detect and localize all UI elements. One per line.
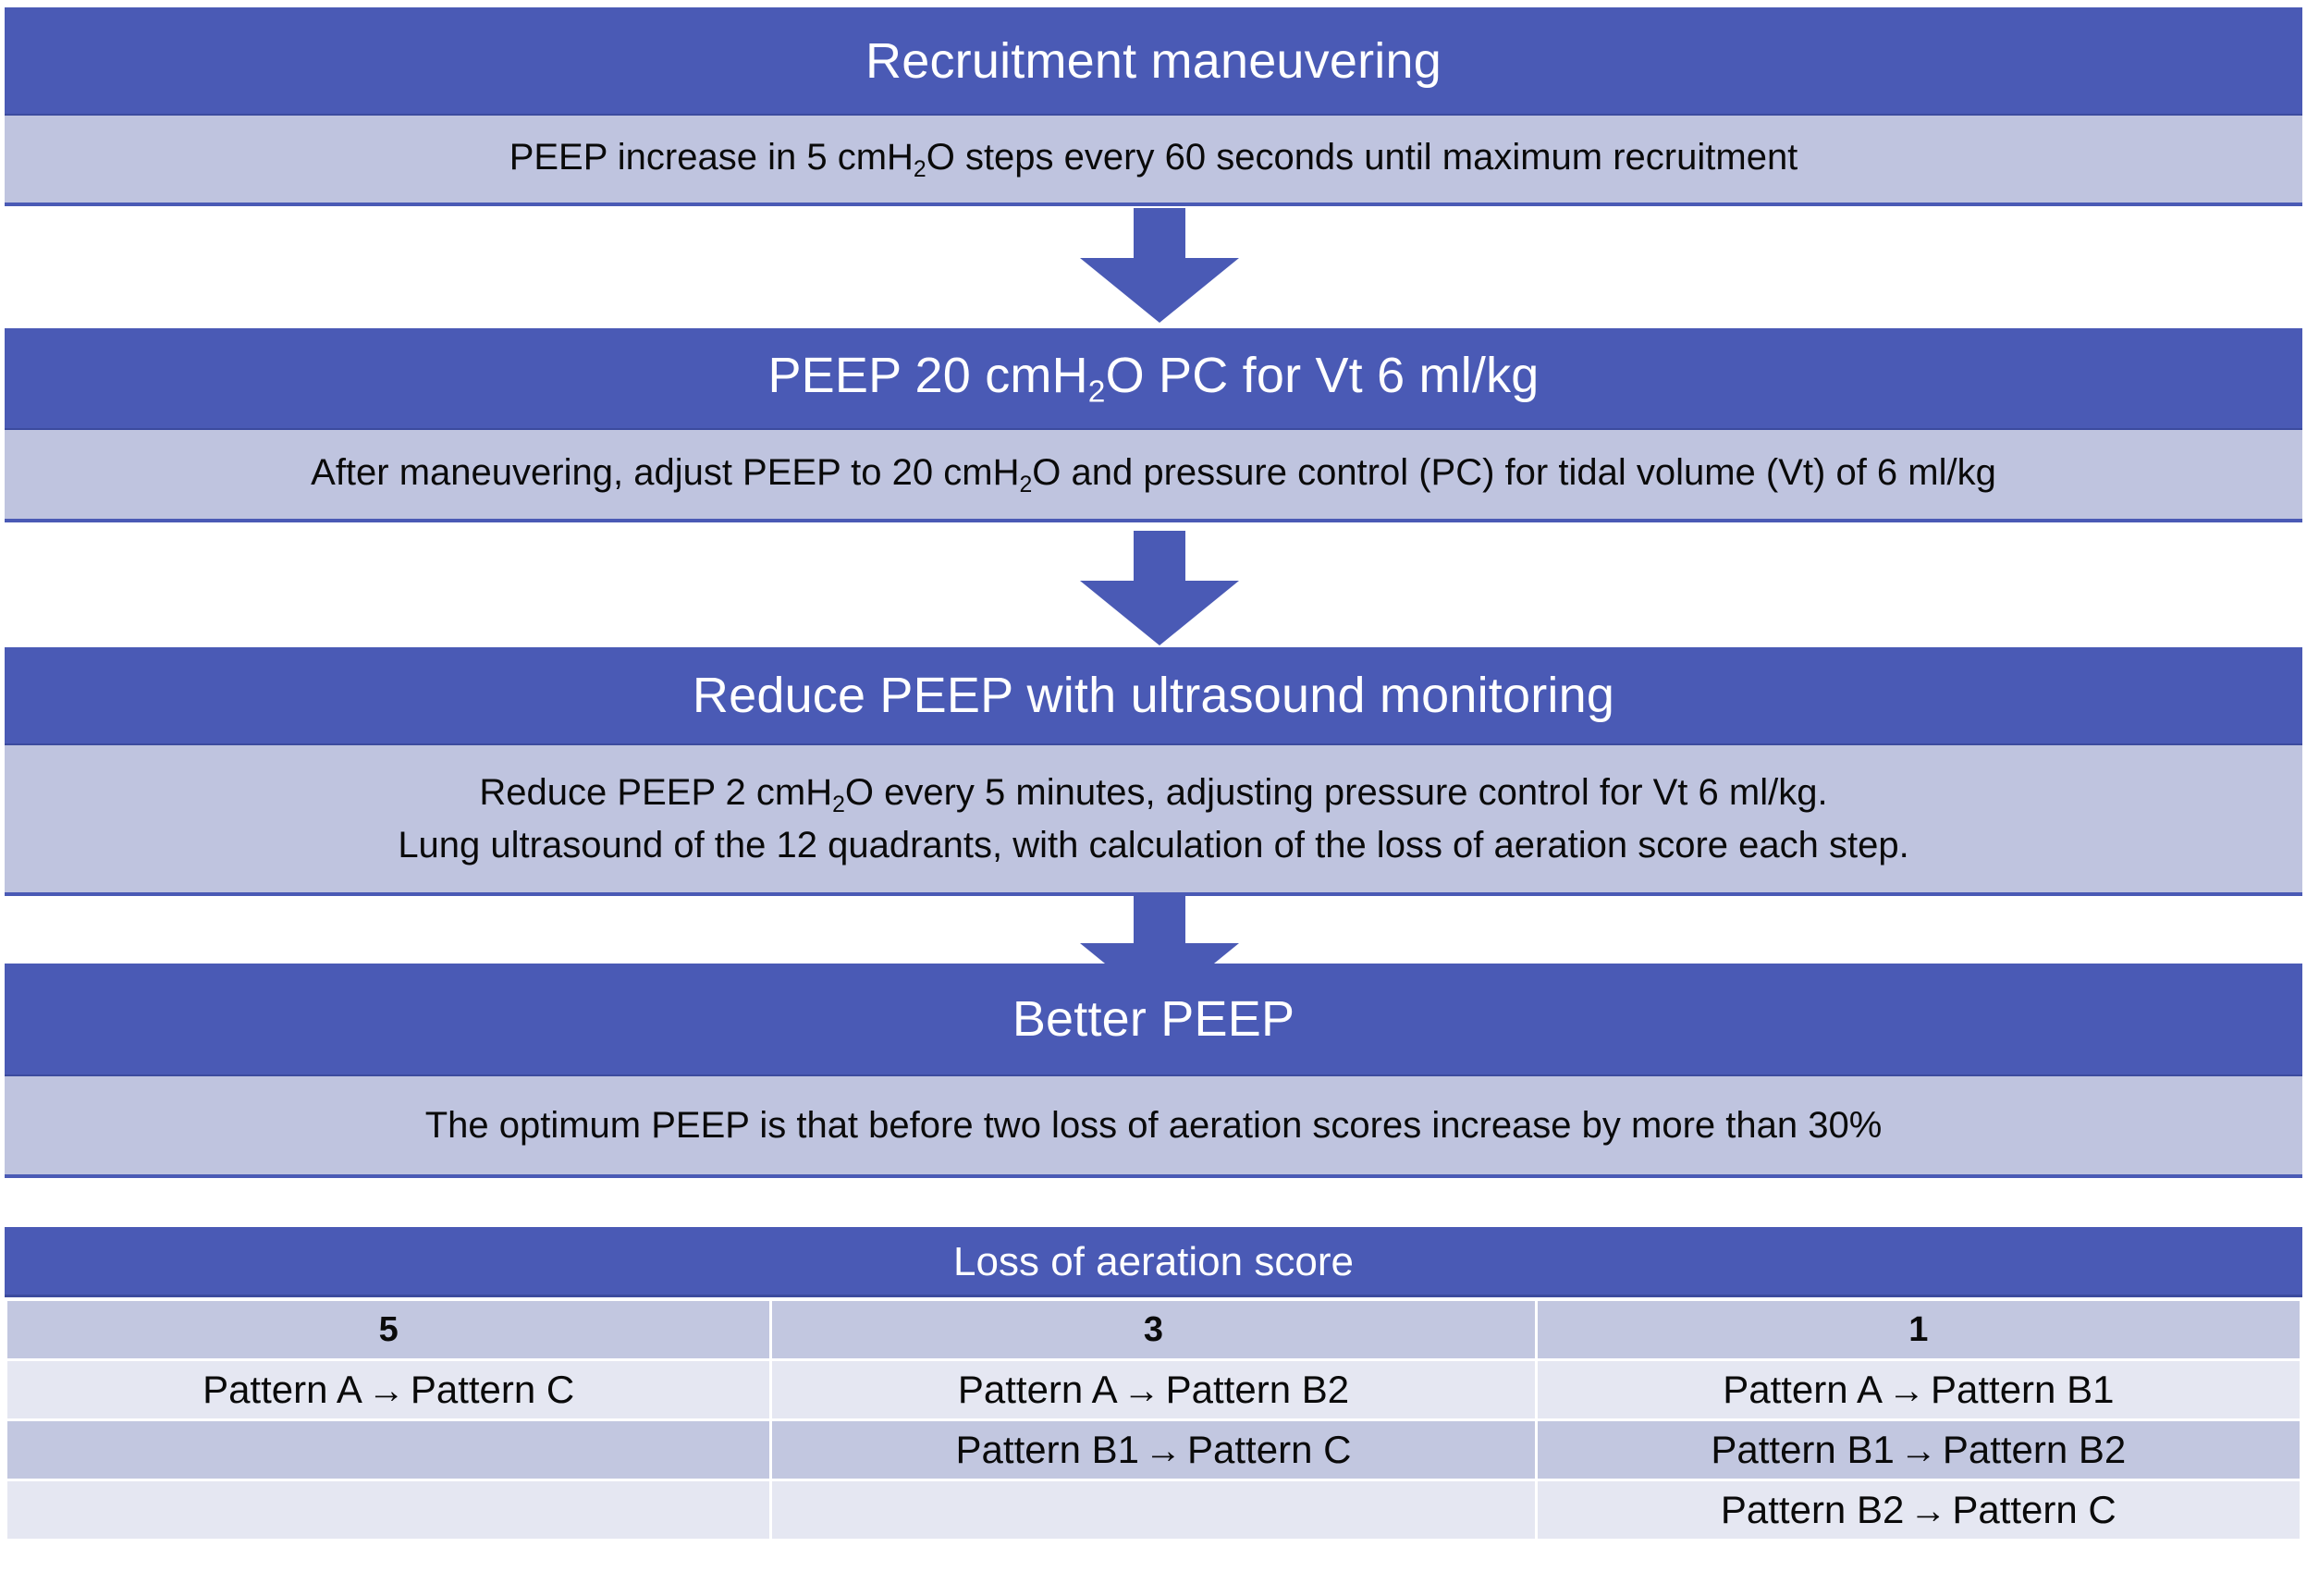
step-title-peep20: PEEP 20 cmH2O PC for Vt 6 ml/kg	[5, 328, 2302, 430]
step-body-better-peep: The optimum PEEP is that before two loss…	[5, 1076, 2302, 1178]
step-body-line: Lung ultrasound of the 12 quadrants, wit…	[398, 824, 1909, 866]
down-arrow-icon	[1080, 531, 1239, 645]
step-body-line: Reduce PEEP 2 cmH2O every 5 minutes, adj…	[479, 768, 1827, 820]
pattern-from: Pattern B1	[1711, 1428, 1895, 1471]
column-header-5: 5	[7, 1301, 770, 1358]
pattern-to: Pattern B2	[1942, 1428, 2127, 1471]
column-header-1: 1	[1537, 1301, 2300, 1358]
title-text-post: O PC for Vt 6 ml/kg	[1105, 347, 1540, 403]
cell-score1-row2: Pattern B1→Pattern B2	[1537, 1421, 2300, 1479]
body-text-post: O and pressure control (PC) for tidal vo…	[1032, 451, 1996, 493]
right-arrow-icon: →	[1123, 1370, 1160, 1411]
step-title-better-peep: Better PEEP	[5, 964, 2302, 1076]
table-title: Loss of aeration score	[5, 1227, 2302, 1297]
body-text-pre: After maneuvering, adjust PEEP to 20 cmH	[311, 451, 1020, 493]
pattern-from: Pattern B1	[955, 1428, 1140, 1471]
step-title-text: Better PEEP	[1012, 991, 1295, 1047]
loss-of-aeration-table: Loss of aeration score 5 3 1 Pattern A→P…	[5, 1227, 2302, 1541]
right-arrow-icon: →	[1145, 1430, 1183, 1471]
pattern-to: Pattern C	[1952, 1488, 2117, 1531]
flow-step-recruitment: Recruitment maneuvering PEEP increase in…	[5, 7, 2302, 206]
pattern-to: Pattern B1	[1930, 1368, 2115, 1411]
subscript-2: 2	[913, 156, 926, 182]
body-text-pre: Reduce PEEP 2 cmH	[479, 772, 833, 814]
scores-grid: 5 3 1 Pattern A→Pattern C Pattern A→Patt…	[5, 1298, 2302, 1541]
cell-score3-row1: Pattern A→Pattern B2	[772, 1361, 1535, 1418]
cell-score5-row3	[7, 1481, 770, 1539]
table-header-row: 5 3 1	[7, 1301, 2300, 1358]
step-body-peep20: After maneuvering, adjust PEEP to 20 cmH…	[5, 430, 2302, 522]
right-arrow-icon: →	[367, 1370, 405, 1411]
flow-step-peep20: PEEP 20 cmH2O PC for Vt 6 ml/kg After ma…	[5, 328, 2302, 522]
step-title-text: Recruitment maneuvering	[865, 32, 1442, 89]
pattern-from: Pattern A	[957, 1368, 1118, 1411]
title-text-pre: PEEP 20 cmH	[767, 347, 1088, 403]
pattern-from: Pattern B2	[1720, 1488, 1905, 1531]
right-arrow-icon: →	[1899, 1430, 1937, 1471]
pattern-from: Pattern A	[1723, 1368, 1883, 1411]
step-title-recruitment: Recruitment maneuvering	[5, 7, 2302, 116]
step-body-line: After maneuvering, adjust PEEP to 20 cmH…	[311, 448, 1996, 500]
flow-step-better-peep: Better PEEP The optimum PEEP is that bef…	[5, 964, 2302, 1178]
right-arrow-icon: →	[1887, 1370, 1925, 1411]
body-text-post: O every 5 minutes, adjusting pressure co…	[844, 772, 1828, 814]
pattern-to: Pattern B2	[1165, 1368, 1350, 1411]
step-title-text: PEEP 20 cmH2O PC for Vt 6 ml/kg	[767, 347, 1539, 411]
right-arrow-icon: →	[1909, 1491, 1947, 1531]
cell-score5-row1: Pattern A→Pattern C	[7, 1361, 770, 1418]
step-body-recruitment: PEEP increase in 5 cmH2O steps every 60 …	[5, 116, 2302, 206]
cell-score1-row1: Pattern A→Pattern B1	[1537, 1361, 2300, 1418]
step-title-text: Reduce PEEP with ultrasound monitoring	[692, 668, 1615, 723]
body-text-pre: PEEP increase in 5 cmH	[509, 136, 914, 178]
flow-step-reduce-peep: Reduce PEEP with ultrasound monitoring R…	[5, 647, 2302, 896]
down-arrow-icon	[1080, 893, 1239, 1008]
cell-score1-row3: Pattern B2→Pattern C	[1537, 1481, 2300, 1539]
subscript-2: 2	[1087, 374, 1106, 410]
cell-score5-row2	[7, 1421, 770, 1479]
step-body-reduce-peep: Reduce PEEP 2 cmH2O every 5 minutes, adj…	[5, 745, 2302, 896]
step-title-reduce-peep: Reduce PEEP with ultrasound monitoring	[5, 647, 2302, 745]
step-body-line: The optimum PEEP is that before two loss…	[424, 1105, 1883, 1146]
cell-score3-row3	[772, 1481, 1535, 1539]
table-row: Pattern B2→Pattern C	[7, 1481, 2300, 1539]
pattern-to: Pattern C	[1187, 1428, 1352, 1471]
table-row: Pattern A→Pattern C Pattern A→Pattern B2…	[7, 1361, 2300, 1418]
subscript-2: 2	[832, 792, 845, 818]
down-arrow-icon	[1080, 208, 1239, 323]
pattern-from: Pattern A	[202, 1368, 362, 1411]
column-header-3: 3	[772, 1301, 1535, 1358]
subscript-2: 2	[1019, 472, 1033, 497]
pattern-to: Pattern C	[410, 1368, 575, 1411]
cell-score3-row2: Pattern B1→Pattern C	[772, 1421, 1535, 1479]
step-body-line: PEEP increase in 5 cmH2O steps every 60 …	[509, 133, 1798, 185]
body-text-post: O steps every 60 seconds until maximum r…	[926, 136, 1798, 178]
table-row: Pattern B1→Pattern C Pattern B1→Pattern …	[7, 1421, 2300, 1479]
